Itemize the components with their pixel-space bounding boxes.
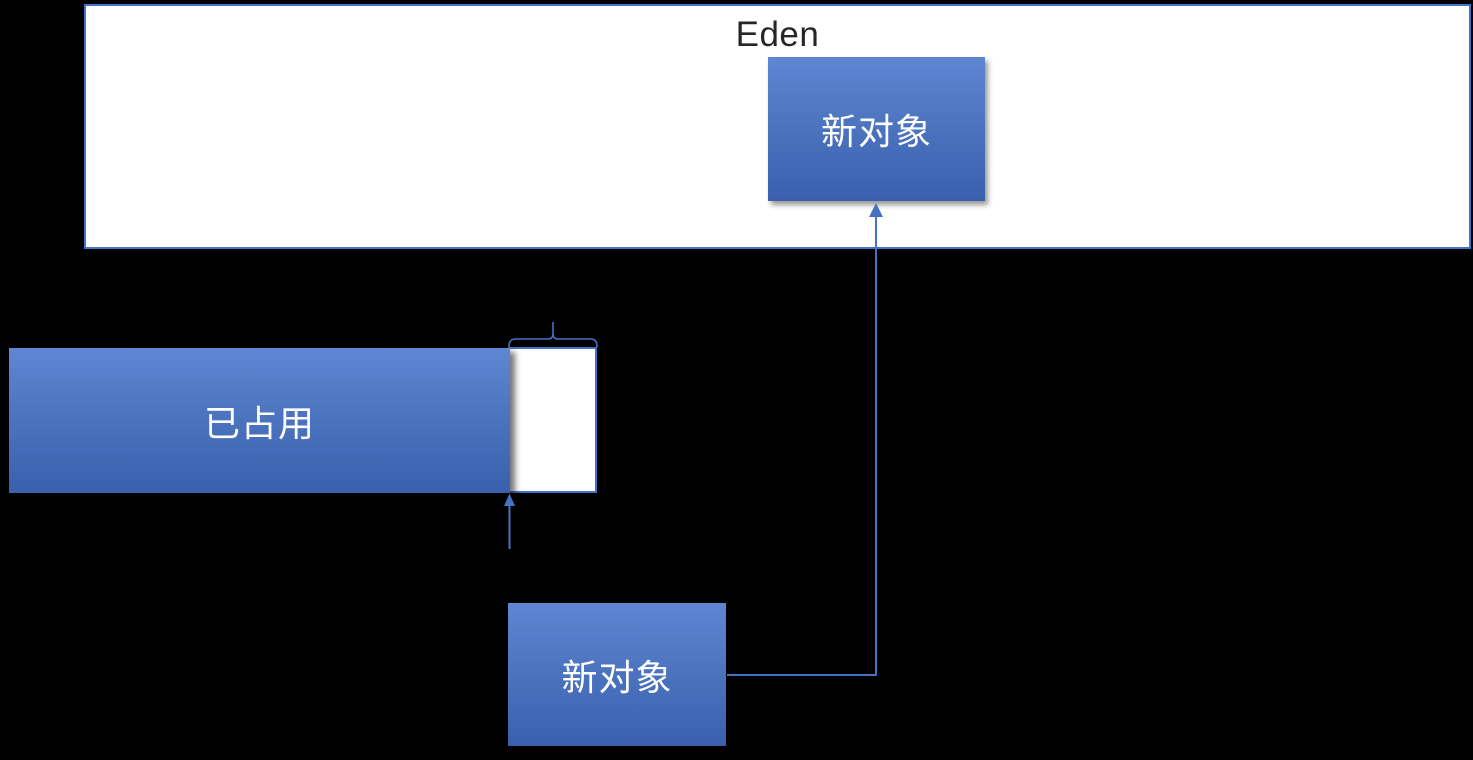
- new-object-bottom-label: 新对象: [561, 656, 673, 698]
- free-space-brace-icon: [508, 322, 598, 348]
- new-object-top-label: 新对象: [820, 111, 932, 152]
- new-object-top-box: 新对象: [768, 57, 985, 201]
- occupied-box: 已占用: [9, 348, 510, 493]
- occupied-label: 已占用: [203, 402, 315, 444]
- free-space-box: [508, 347, 597, 493]
- allocation-elbow-arrow-icon: [727, 203, 883, 676]
- bump-pointer-arrow-icon: [504, 493, 515, 549]
- new-object-bottom-box: 新对象: [508, 603, 726, 746]
- eden-title: Eden: [735, 15, 820, 54]
